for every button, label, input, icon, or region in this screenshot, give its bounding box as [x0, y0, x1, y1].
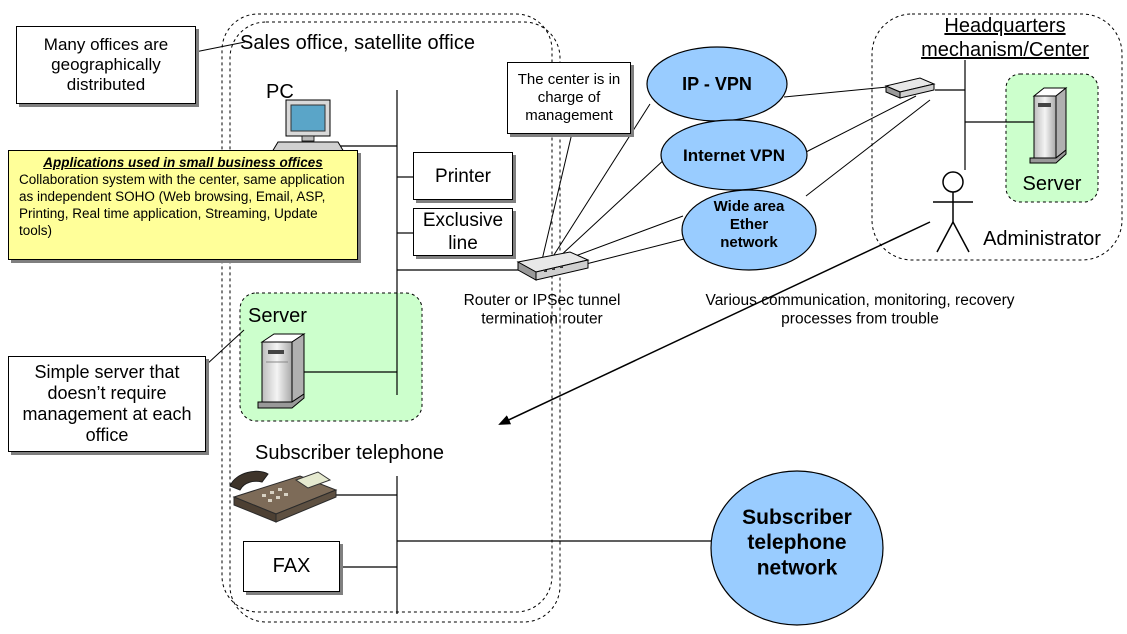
- internet-vpn-label: Internet VPN: [683, 146, 785, 165]
- headquarters-title: Headquarters mechanism/Center: [921, 15, 1089, 61]
- server-icon: [257, 333, 306, 409]
- sales-office-region: [221, 13, 553, 613]
- headquarters-region: [871, 13, 1123, 261]
- hq-server-label: Server: [1023, 173, 1082, 195]
- internetvpn-hq-link: [805, 95, 917, 153]
- ipvpn-hq-link: [783, 85, 899, 98]
- hq-server-icon: [1029, 86, 1068, 164]
- applications-note: Applications used in small business offi…: [8, 150, 358, 260]
- sales-router-icon: [516, 251, 590, 281]
- server-label: Server: [248, 305, 307, 327]
- router-widearea-link-2: [585, 238, 685, 265]
- center-callout-pointer: [541, 132, 573, 261]
- monitoring-label: Various communication, monitoring, recov…: [706, 292, 1015, 328]
- wide-area-ellipse: [681, 189, 817, 271]
- applications-note-title: Applications used in small business offi…: [43, 155, 323, 170]
- server-callout-pointer: [205, 329, 245, 366]
- exclusive-line-box: Exclusive line: [413, 208, 513, 256]
- applications-note-body: Collaboration system with the center, sa…: [19, 172, 345, 238]
- subscriber-telephone-label: Subscriber telephone: [255, 442, 444, 464]
- pc-label: PC: [266, 81, 294, 103]
- widearea-hq-link: [805, 99, 931, 197]
- sales-office-region-outer: [229, 21, 561, 623]
- administrator-icon: [933, 171, 973, 253]
- sales-office-title: Sales office, satellite office: [240, 32, 475, 54]
- router-internetvpn-link: [557, 156, 668, 259]
- administrator-label: Administrator: [983, 228, 1101, 250]
- router-widearea-link: [569, 215, 684, 259]
- printer-box: Printer: [413, 152, 513, 200]
- ip-vpn-label: IP - VPN: [682, 74, 752, 94]
- simple-server-callout: Simple server that doesn’t require manag…: [8, 356, 206, 452]
- fax-box: FAX: [243, 541, 340, 592]
- subscriber-network-ellipse: [710, 470, 884, 626]
- geo-callout-pointer: [194, 41, 246, 53]
- internet-vpn-ellipse: [660, 119, 808, 191]
- geo-callout: Many offices are geographically distribu…: [16, 26, 196, 104]
- router-ipvpn-link: [551, 103, 651, 259]
- telephone-icon: [229, 470, 338, 523]
- hq-router-icon: [884, 77, 936, 99]
- center-management-callout: The center is in charge of management: [507, 62, 631, 134]
- monitoring-arrow: [498, 221, 931, 425]
